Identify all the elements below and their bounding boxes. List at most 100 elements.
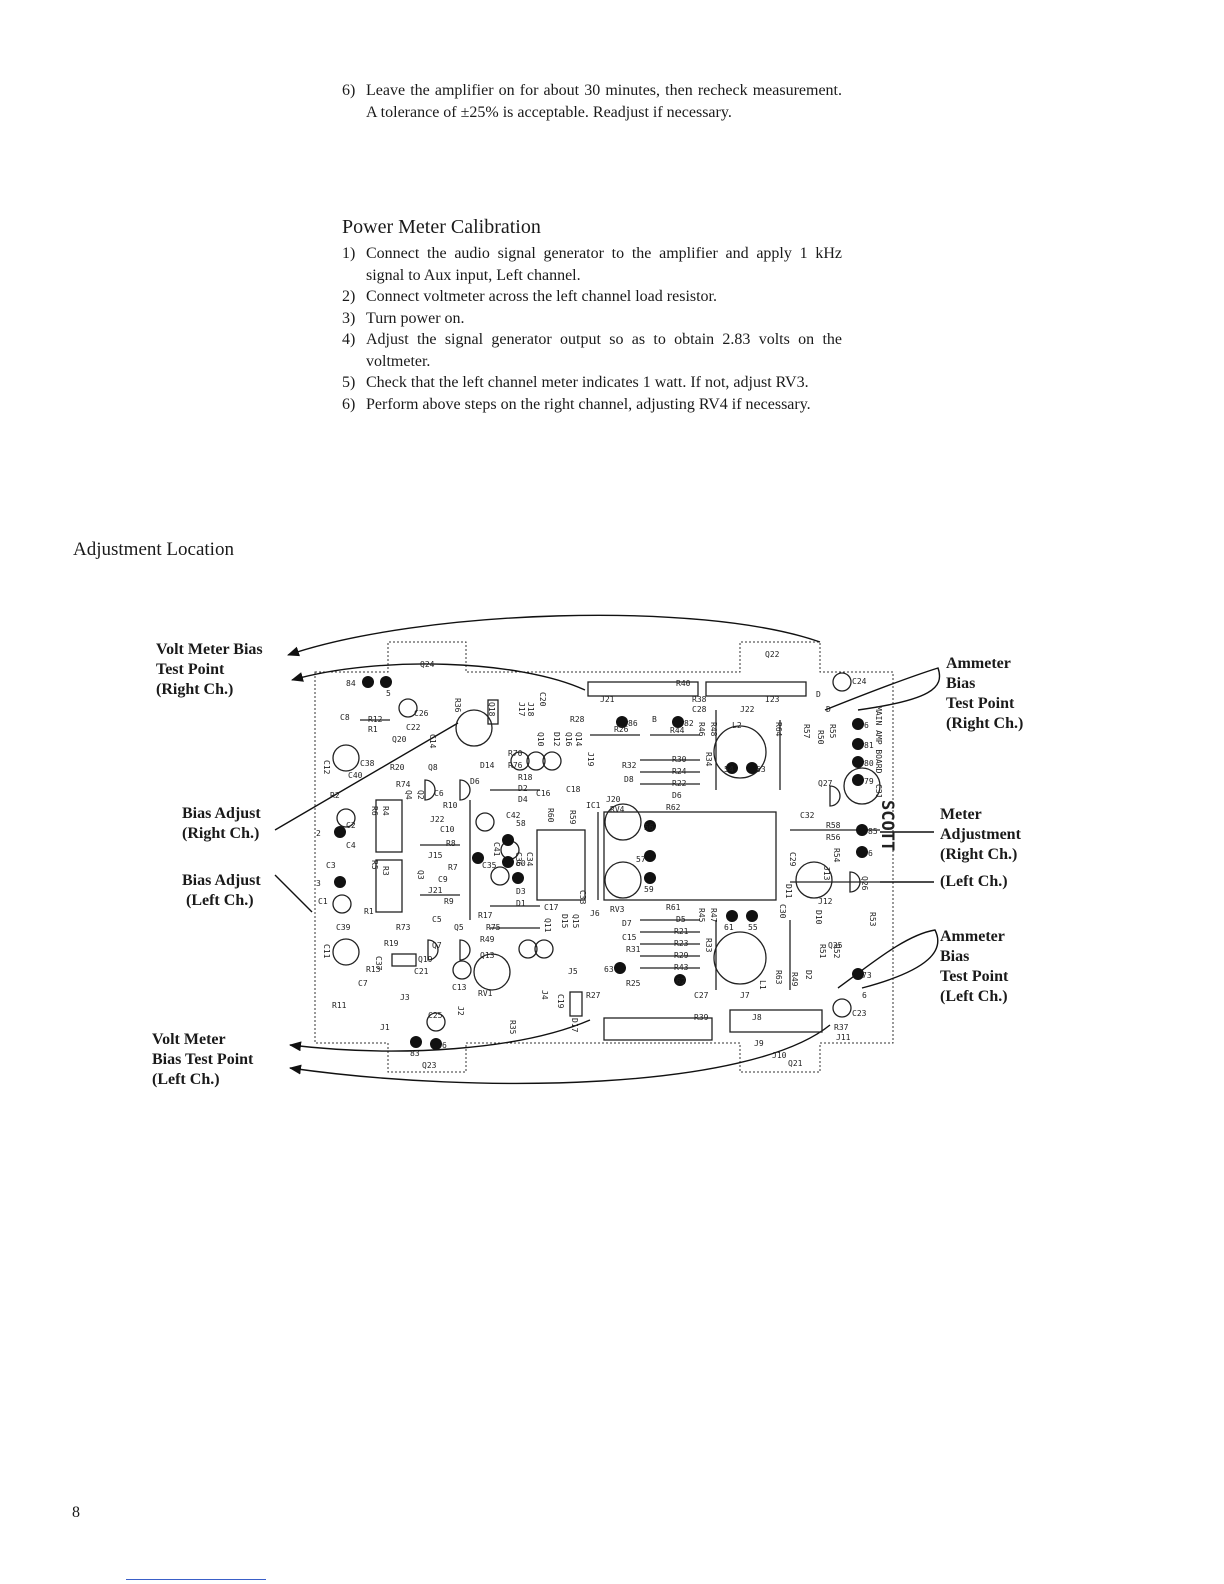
label-r19: R19 [384, 939, 399, 948]
label-r24: R24 [672, 767, 687, 776]
label-r52: R52 [832, 944, 841, 959]
label-q2: Q2 [416, 790, 425, 800]
label-r18: R18 [518, 773, 533, 782]
label-q5: Q5 [454, 923, 464, 932]
label-d1: D1 [516, 899, 526, 908]
label-ic1: IC1 [586, 801, 601, 810]
label-c21: C21 [414, 967, 429, 976]
label-r49: R49 [480, 935, 495, 944]
label-r64: R64 [774, 722, 783, 737]
list-item: 5)Check that the left channel meter indi… [342, 372, 842, 394]
tp-6: 6 [864, 721, 869, 730]
list-item: 6)Perform above steps on the right chann… [342, 394, 842, 416]
label-d: D [816, 690, 821, 699]
callout-line: (Right Ch.) [940, 846, 1018, 863]
label-r50: R50 [816, 730, 825, 745]
label-c32: C32 [800, 811, 815, 820]
label-r5: R5 [370, 860, 379, 870]
callout-line: Ammeter [946, 655, 1011, 672]
list-item: 4)Adjust the signal generator output so … [342, 329, 842, 372]
label-d14: D14 [480, 761, 495, 770]
list-item: 1)Connect the audio signal generator to … [342, 243, 842, 286]
label-r60: R60 [546, 808, 555, 823]
label-j22-left: J22 [430, 815, 445, 824]
label-d17: D17 [570, 1018, 579, 1033]
label-r21: R21 [674, 927, 689, 936]
label-r33: R33 [704, 938, 713, 953]
tp-6-bottom: 6 [862, 991, 867, 1000]
label-r34: R34 [704, 752, 713, 767]
label-j1: J1 [380, 1023, 390, 1032]
label-d2: D2 [518, 784, 528, 793]
label-q13: Q13 [480, 951, 495, 960]
label-q4: Q4 [404, 790, 413, 800]
label-r58: R58 [826, 821, 841, 830]
label-r53: R53 [868, 912, 877, 927]
label-j2: J2 [456, 1006, 465, 1016]
footer-rule [126, 1579, 266, 1580]
tp-2: 2 [316, 829, 321, 838]
label-r8: R8 [446, 839, 456, 848]
label-l1: L1 [758, 980, 767, 990]
label-j7: J7 [740, 991, 750, 1000]
label-q27: Q27 [818, 779, 833, 788]
tp-53: 53 [756, 765, 766, 774]
label-r25: R25 [626, 979, 641, 988]
label-r10: R10 [443, 801, 458, 810]
label-c24: C24 [852, 677, 867, 686]
label-c23: C23 [852, 1009, 867, 1018]
callout-volt-meter-right: Volt Meter Bias Test Point (Right Ch.) [156, 640, 263, 700]
label-r37: R37 [834, 1023, 849, 1032]
label-r23: R23 [674, 939, 689, 948]
label-r7: R7 [448, 863, 458, 872]
label-c41: C41 [492, 842, 501, 857]
callout-line: Bias Test Point [152, 1051, 254, 1068]
callout-bias-adjust-right: Bias Adjust (Right Ch.) [182, 804, 261, 844]
label-q3: Q3 [416, 870, 425, 880]
label-r29: R29 [674, 951, 689, 960]
label-c37: C37 [374, 956, 383, 971]
label-r47: R47 [709, 908, 718, 923]
callout-line: Bias Adjust [182, 805, 261, 822]
label-j9: J9 [754, 1039, 764, 1048]
label-q7: Q7 [432, 941, 442, 950]
test-points [334, 676, 868, 1050]
label-c3: C3 [326, 861, 336, 870]
callout-line: Bias [940, 948, 970, 965]
tp-55: 55 [748, 923, 758, 932]
step-text: Connect voltmeter across the left channe… [366, 288, 717, 305]
label-r44: R44 [670, 726, 685, 735]
callout-ammeter-left: Ammeter Bias Test Point (Left Ch.) [940, 927, 1008, 1007]
label-r61: R61 [666, 903, 681, 912]
label-j13: J13 [822, 866, 831, 881]
step-text: Perform above steps on the right channel… [366, 395, 811, 413]
callout-line: Bias [946, 675, 976, 692]
label-j6: J6 [590, 909, 600, 918]
label-rv4: RV4 [610, 805, 625, 814]
label-c9: C9 [438, 875, 448, 884]
callout-line: Volt Meter Bias [156, 641, 263, 658]
tp-6-lower: 6 [868, 849, 873, 858]
label-d2-right: D2 [804, 970, 813, 980]
step-number: 1) [342, 245, 356, 262]
label-d10: D10 [814, 910, 823, 925]
label-c42: C42 [506, 811, 521, 820]
power-meter-steps: 1)Connect the audio signal generator to … [342, 243, 842, 415]
label-d15: D15 [560, 914, 569, 929]
label-j17: J17 [517, 702, 526, 717]
label-c29: C29 [788, 852, 797, 867]
tp-79: 79 [864, 777, 874, 786]
test-point-numbers: 84 5 86 82 6 81 80 79 85 6 2 3 54 53 56 … [316, 679, 878, 1058]
label-j20: J20 [606, 795, 621, 804]
tp-57: 57 [636, 855, 646, 864]
label-d: D [826, 705, 831, 714]
list-item: 2) Connect voltmeter across the left chan… [342, 286, 842, 308]
label-q19: Q19 [418, 955, 433, 964]
label-c30: C30 [778, 904, 787, 919]
label-r43: R43 [674, 963, 689, 972]
step-number: 2) [342, 288, 356, 305]
label-c10: C10 [440, 825, 455, 834]
label-c31: C31 [874, 784, 883, 799]
label-r45: R45 [697, 908, 706, 923]
label-d7: D7 [622, 919, 632, 928]
